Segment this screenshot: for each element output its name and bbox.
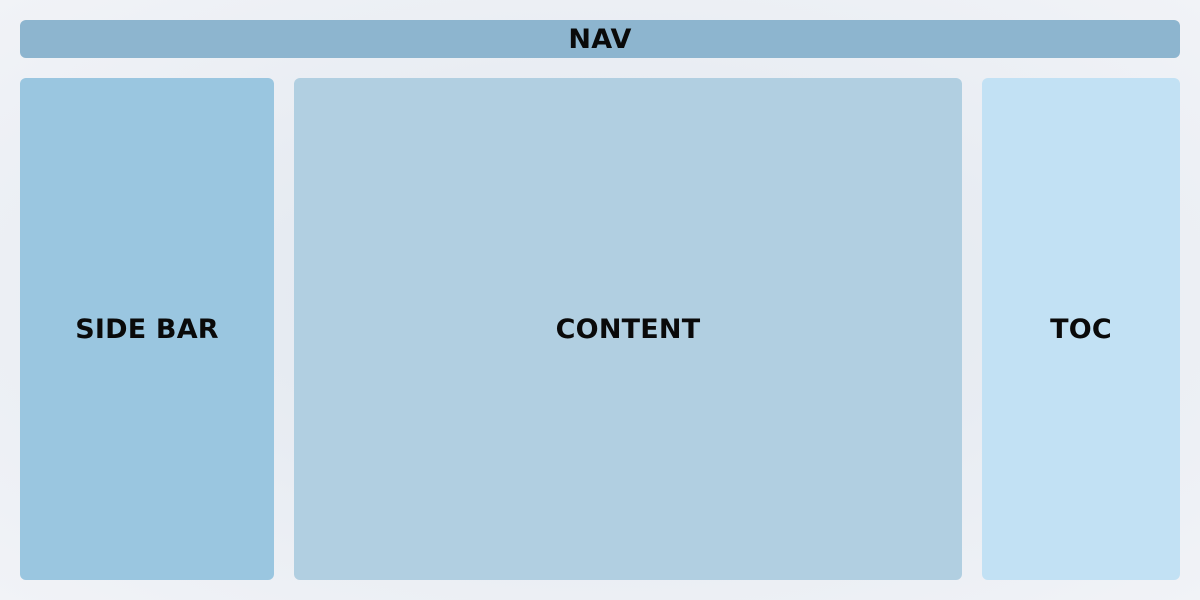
nav-region: NAV <box>20 20 1180 58</box>
toc-region: TOC <box>982 78 1180 580</box>
nav-label: NAV <box>568 23 632 55</box>
toc-label: TOC <box>1050 313 1112 345</box>
content-label: CONTENT <box>555 313 701 345</box>
content-region: CONTENT <box>294 78 962 580</box>
sidebar-region: SIDE BAR <box>20 78 274 580</box>
sidebar-label: SIDE BAR <box>75 313 219 345</box>
